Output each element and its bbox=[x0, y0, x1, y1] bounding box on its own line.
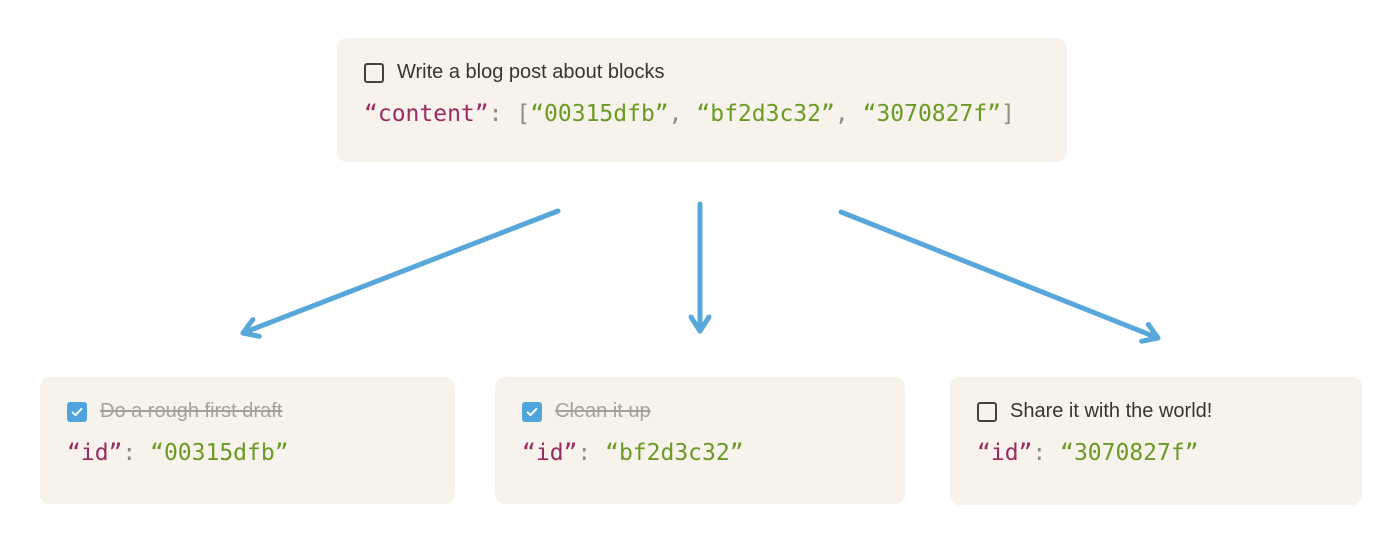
arrow-to-child-1 bbox=[240, 208, 561, 339]
code-punct: : bbox=[488, 101, 517, 127]
todo-label: Clean it up bbox=[555, 400, 651, 422]
todo-row: Share it with the world! bbox=[977, 398, 1335, 425]
code-line: “id”: “bf2d3c32” bbox=[522, 440, 878, 467]
code-punct: : bbox=[577, 440, 606, 466]
todo-label: Share it with the world! bbox=[1010, 400, 1213, 422]
todo-label: Do a rough first draft bbox=[100, 400, 283, 422]
code-punct: : bbox=[1032, 440, 1061, 466]
todo-checkbox[interactable] bbox=[977, 401, 997, 422]
todo-checkbox[interactable] bbox=[67, 401, 87, 422]
todo-row: Write a blog post about blocks bbox=[364, 59, 1040, 86]
code-value: “3070827f” bbox=[862, 101, 1002, 127]
todo-row: Clean it up bbox=[522, 398, 878, 425]
code-value: “bf2d3c32” bbox=[605, 440, 744, 466]
code-line: “id”: “00315dfb” bbox=[67, 440, 428, 467]
code-punct: , bbox=[668, 101, 697, 127]
check-icon bbox=[526, 407, 538, 416]
code-punct: [ bbox=[516, 101, 531, 127]
todo-label: Write a blog post about blocks bbox=[397, 61, 665, 83]
arrow-to-child-3 bbox=[838, 209, 1161, 344]
todo-row: Do a rough first draft bbox=[67, 398, 428, 425]
code-key: “id” bbox=[977, 440, 1033, 466]
todo-checkbox[interactable] bbox=[522, 401, 542, 422]
code-punct: ] bbox=[1001, 101, 1015, 127]
check-icon bbox=[71, 407, 83, 416]
code-punct: , bbox=[834, 101, 863, 127]
code-value: “00315dfb” bbox=[530, 101, 669, 127]
code-key: “content” bbox=[364, 101, 489, 127]
code-value: “bf2d3c32” bbox=[696, 101, 835, 127]
code-line: “content”: [“00315dfb”, “bf2d3c32”, “307… bbox=[364, 101, 1040, 128]
parent-block-card: Write a blog post about blocks “content”… bbox=[337, 38, 1067, 162]
code-punct: : bbox=[122, 440, 151, 466]
code-value: “00315dfb” bbox=[150, 440, 289, 466]
code-key: “id” bbox=[67, 440, 123, 466]
code-line: “id”: “3070827f” bbox=[977, 440, 1335, 467]
child-block-card-2: Clean it up “id”: “bf2d3c32” bbox=[495, 377, 905, 504]
code-key: “id” bbox=[522, 440, 578, 466]
todo-checkbox[interactable] bbox=[364, 62, 384, 83]
child-block-card-3: Share it with the world! “id”: “3070827f… bbox=[950, 377, 1362, 505]
code-value: “3070827f” bbox=[1060, 440, 1199, 466]
child-block-card-1: Do a rough first draft “id”: “00315dfb” bbox=[40, 377, 455, 504]
